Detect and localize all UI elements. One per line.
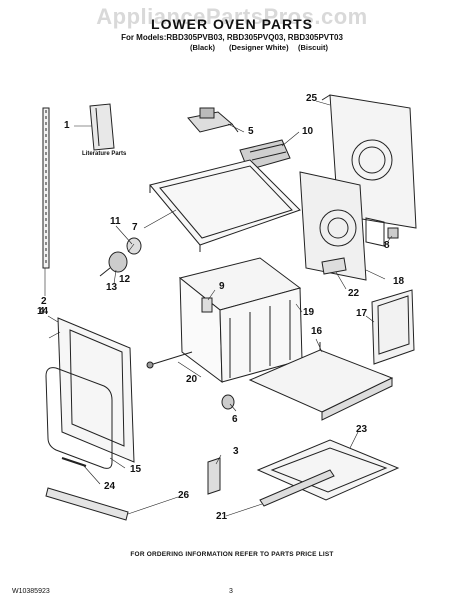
callout-8: 8 <box>384 240 390 251</box>
callout-25: 25 <box>306 93 318 104</box>
part-22-bracket <box>321 257 347 275</box>
callout-21: 21 <box>216 511 228 522</box>
callout-7: 7 <box>132 222 138 233</box>
callout-18: 18 <box>393 276 405 287</box>
callout-16: 16 <box>311 326 323 337</box>
callout-22: 22 <box>348 288 360 299</box>
callout-20: 20 <box>186 374 198 385</box>
part-14-15-door-frame <box>57 317 135 463</box>
callout-6: 6 <box>232 414 238 425</box>
callout-11: 11 <box>110 216 121 227</box>
callout-4: 4 <box>39 306 45 317</box>
callout-14: 14 <box>37 306 49 317</box>
document-code: W10385923 <box>12 588 50 595</box>
page-title: LOWER OVEN PARTS <box>151 16 313 32</box>
part-26-trim <box>45 487 129 521</box>
callout-24: 24 <box>104 481 116 492</box>
part-7-top-panel <box>149 159 301 252</box>
callout-17: 17 <box>356 308 368 319</box>
part-8-clip <box>387 227 399 239</box>
part-3-bracket <box>207 457 221 495</box>
page-number: 3 <box>229 588 233 595</box>
part-5-bracket <box>187 107 239 133</box>
part-24-clip <box>61 457 87 467</box>
callout-26: 26 <box>178 490 190 501</box>
part-16-bottom-panel <box>248 342 394 421</box>
callout-5: 5 <box>248 126 254 137</box>
part-door-gasket <box>45 367 113 469</box>
part-11-13-switches <box>99 237 142 277</box>
callout-3: 3 <box>233 446 239 457</box>
callout-9: 9 <box>219 281 225 292</box>
callout-15: 15 <box>130 464 142 475</box>
callout-23: 23 <box>356 424 368 435</box>
callout-2: 2 <box>41 296 47 307</box>
model-list: For Models:RBD305PVB03, RBD305PVQ03, RBD… <box>121 33 343 42</box>
part-23-tray <box>256 439 400 501</box>
part-19-oven-cavity <box>178 257 303 384</box>
variant-designer-white: (Designer White) <box>229 43 289 52</box>
part-2-gasket-strip <box>42 107 50 269</box>
literature-parts-label: Literature Parts <box>82 151 127 157</box>
callout-12: 12 <box>119 274 131 285</box>
part-20-sensor <box>146 351 193 369</box>
variant-black: (Black) <box>190 43 216 52</box>
part-17-side-panel <box>371 289 415 365</box>
part-1-literature <box>89 103 115 151</box>
variant-biscuit: (Biscuit) <box>298 43 328 52</box>
callout-10: 10 <box>302 126 314 137</box>
watermark: AppliancePartsPros.com <box>96 4 368 29</box>
callout-13: 13 <box>106 282 118 293</box>
ordering-note: FOR ORDERING INFORMATION REFER TO PARTS … <box>130 551 334 558</box>
callout-1: 1 <box>64 120 70 131</box>
part-21-base-rail <box>259 469 335 507</box>
part-side-duct-panel <box>299 171 385 281</box>
callout-19: 19 <box>303 307 315 318</box>
